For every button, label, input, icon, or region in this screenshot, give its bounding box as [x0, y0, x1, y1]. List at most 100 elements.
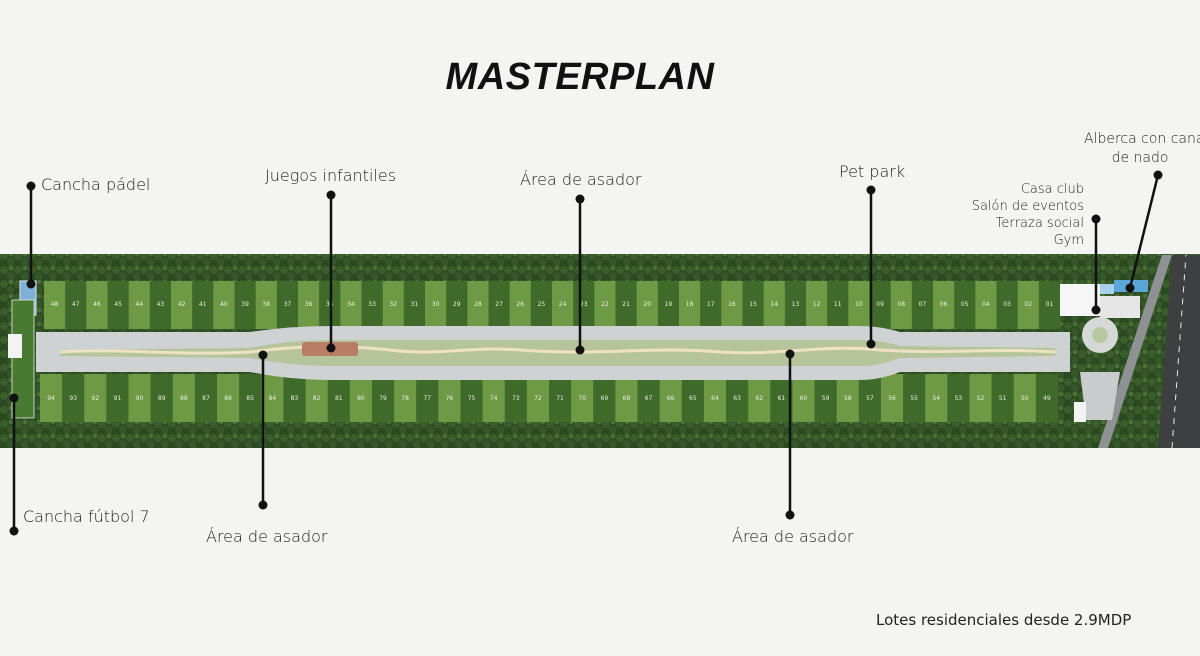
lot-number-90: 90: [136, 395, 144, 402]
lot-number-37: 37: [284, 301, 292, 308]
lot-55: [903, 374, 926, 422]
lot-number-20: 20: [643, 301, 651, 308]
lot-number-71: 71: [556, 395, 564, 402]
lot-number-61: 61: [778, 395, 786, 402]
lot-74: [482, 374, 506, 422]
lot-number-81: 81: [335, 395, 343, 402]
label-alberca-line1: Alberca con canal: [1084, 131, 1200, 147]
pointer-pet-park-dot-end: [866, 339, 876, 349]
lot-21: [615, 281, 637, 329]
lot-24: [552, 281, 574, 329]
small-building: [8, 334, 22, 358]
lot-number-44: 44: [135, 301, 143, 308]
lot-number-10: 10: [855, 301, 863, 308]
lot-number-08: 08: [897, 301, 905, 308]
lot-number-84: 84: [269, 395, 277, 402]
lot-number-80: 80: [357, 395, 365, 402]
lot-number-88: 88: [180, 395, 188, 402]
lot-number-72: 72: [534, 395, 542, 402]
lot-43: [149, 281, 172, 329]
lot-11: [827, 281, 849, 329]
lot-75: [460, 374, 483, 422]
lot-64: [703, 374, 727, 422]
label-salon-eventos: Salón de eventos: [971, 199, 1084, 214]
lot-number-47: 47: [72, 301, 80, 308]
lot-13: [784, 281, 807, 329]
lot-26: [509, 281, 532, 329]
lot-number-67: 67: [645, 395, 653, 402]
lot-number-09: 09: [876, 301, 884, 308]
pointer-cancha-padel-dot-start: [26, 181, 36, 191]
lot-number-11: 11: [834, 301, 842, 308]
lot-48: [44, 281, 66, 329]
lot-number-79: 79: [379, 395, 387, 402]
lot-61: [770, 374, 793, 422]
lot-18: [679, 281, 701, 329]
lot-60: [792, 374, 815, 422]
lot-number-56: 56: [888, 395, 896, 402]
lot-number-53: 53: [955, 395, 963, 402]
lot-number-52: 52: [977, 395, 985, 402]
football-field: [11, 299, 35, 419]
lot-number-33: 33: [368, 301, 376, 308]
lot-39: [234, 281, 256, 329]
lot-number-92: 92: [92, 395, 100, 402]
lot-93: [62, 374, 85, 422]
lot-70: [571, 374, 594, 422]
lot-number-66: 66: [667, 395, 675, 402]
lot-59: [814, 374, 837, 422]
pointer-alberca-dot-start: [1153, 170, 1163, 180]
lot-84: [261, 374, 284, 422]
lot-33: [361, 281, 383, 329]
lot-62: [748, 374, 771, 422]
amenity-pointers: [9, 170, 1163, 536]
lot-82: [305, 374, 328, 422]
lot-number-74: 74: [490, 395, 498, 402]
lot-number-19: 19: [665, 301, 673, 308]
lot-number-94: 94: [47, 395, 55, 402]
lot-number-65: 65: [689, 395, 697, 402]
lot-72: [526, 374, 550, 422]
lot-number-04: 04: [982, 301, 990, 308]
median-path: [59, 344, 1056, 355]
lot-36: [298, 281, 320, 329]
label-alberca: Alberca con canal de nado: [1084, 130, 1200, 168]
pointer-juegos-infantiles-dot-end: [326, 343, 336, 353]
lot-46: [86, 281, 108, 329]
lot-22: [594, 281, 616, 329]
lot-number-43: 43: [157, 301, 165, 308]
lot-number-22: 22: [601, 301, 609, 308]
lot-50: [1013, 374, 1037, 422]
lot-19: [657, 281, 680, 329]
lot-number-34: 34: [347, 301, 355, 308]
lot-25: [530, 281, 553, 329]
lot-32: [382, 281, 405, 329]
pointer-alberca-line: [1128, 174, 1160, 289]
lot-02: [1017, 281, 1040, 329]
lot-52: [969, 374, 992, 422]
lot-number-75: 75: [468, 395, 476, 402]
lot-87: [194, 374, 218, 422]
lot-number-02: 02: [1024, 301, 1032, 308]
lot-65: [681, 374, 705, 422]
lot-14: [763, 281, 786, 329]
lot-number-76: 76: [446, 395, 454, 402]
lot-68: [615, 374, 638, 422]
lot-number-32: 32: [389, 301, 397, 308]
lot-number-21: 21: [622, 301, 630, 308]
lot-number-28: 28: [474, 301, 482, 308]
pointer-clubhouse-dot-start: [1091, 214, 1101, 224]
pointer-juegos-infantiles-dot-start: [326, 190, 336, 200]
lot-number-29: 29: [453, 301, 461, 308]
lot-number-70: 70: [578, 395, 586, 402]
lot-number-17: 17: [707, 301, 715, 308]
lot-56: [880, 374, 904, 422]
lot-79: [371, 374, 395, 422]
lot-number-57: 57: [866, 395, 874, 402]
lot-number-69: 69: [601, 395, 609, 402]
lot-number-89: 89: [158, 395, 166, 402]
lot-number-91: 91: [114, 395, 122, 402]
lot-number-82: 82: [313, 395, 321, 402]
lot-78: [394, 374, 417, 422]
lot-83: [283, 374, 306, 422]
